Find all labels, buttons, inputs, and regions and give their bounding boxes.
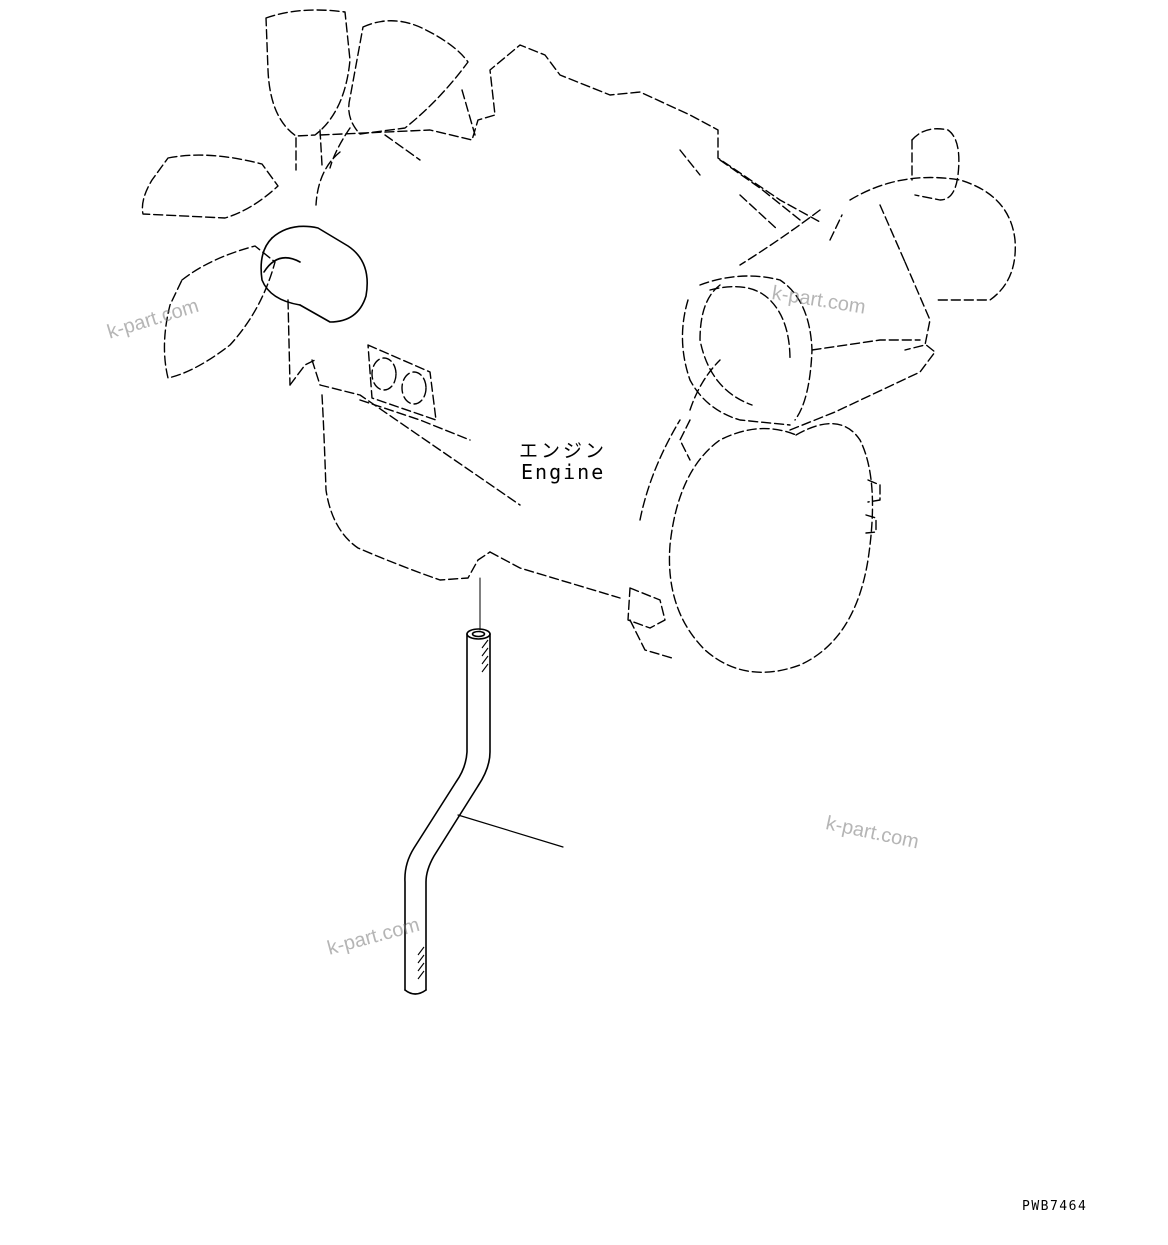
drawing-code: PWB7464	[1022, 1199, 1088, 1214]
flywheel-housing	[627, 419, 881, 673]
dipstick-pipe	[404, 628, 491, 995]
engine-block	[287, 44, 821, 599]
fan-hub	[260, 225, 368, 323]
fan-blades	[141, 9, 469, 379]
engine-label: Engine	[521, 460, 606, 484]
engine-mount-plate	[367, 344, 437, 421]
air-cleaner	[681, 128, 1016, 431]
part-leader-line	[457, 814, 564, 848]
engine-label-japanese: エンジン	[519, 440, 608, 462]
